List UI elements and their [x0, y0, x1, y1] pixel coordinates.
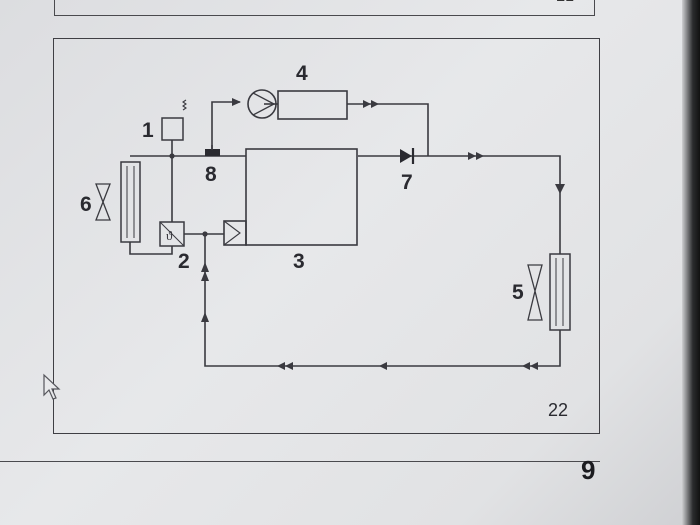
- pipe-chamber-4-out: [347, 103, 429, 156]
- flow-arrow-top-right: [468, 152, 484, 160]
- junction-dot-top: [169, 153, 175, 159]
- flow-arrow-down: [555, 184, 565, 194]
- component-7-check-valve: [400, 148, 415, 164]
- component-3-compressor: [223, 148, 358, 246]
- label-5: 5: [512, 281, 524, 304]
- flow-arrow-return-mid: [379, 362, 387, 370]
- flow-arrow-to-pump: [232, 98, 241, 106]
- label-1: 1: [142, 119, 154, 142]
- previous-figure-number: 21: [556, 0, 574, 6]
- label-2: 2: [178, 250, 190, 273]
- flow-arrow-return-left: [277, 362, 293, 370]
- junction-dot-bottom: [202, 231, 208, 237]
- label-8: 8: [205, 163, 217, 186]
- flow-arrow-up-low: [201, 312, 209, 322]
- flow-arrow-up-high-1: [201, 271, 209, 281]
- pipe-top-right: [358, 155, 561, 254]
- flow-arrow-return-right: [522, 362, 538, 370]
- footer-rule: [0, 461, 600, 462]
- figure-frame: [53, 38, 600, 434]
- label-7: 7: [401, 171, 413, 194]
- mouse-pointer-icon: [43, 373, 61, 400]
- component-8-valve: [205, 145, 220, 156]
- label-6: 6: [80, 193, 92, 216]
- previous-figure-frame: 21: [54, 0, 595, 16]
- flow-arrow-up-high-2: [201, 262, 209, 272]
- flow-arrow-top-left: [363, 100, 379, 108]
- component-5-condenser: [527, 253, 571, 331]
- component-2-thermostat: ϑ: [159, 221, 185, 247]
- svg-text:ϑ: ϑ: [166, 228, 173, 243]
- pipe-6-bottom: [129, 242, 173, 255]
- label-4: 4: [296, 62, 308, 85]
- component-1-box: [161, 99, 187, 141]
- component-6-evaporator: [95, 161, 141, 243]
- figure-number: 22: [548, 400, 568, 420]
- pipe-return: [204, 234, 561, 367]
- screen-edge: [682, 0, 700, 525]
- label-3: 3: [293, 250, 305, 273]
- pipe-to-pump: [211, 101, 240, 150]
- page-number: 9: [581, 455, 596, 485]
- component-4-pump: [247, 89, 348, 120]
